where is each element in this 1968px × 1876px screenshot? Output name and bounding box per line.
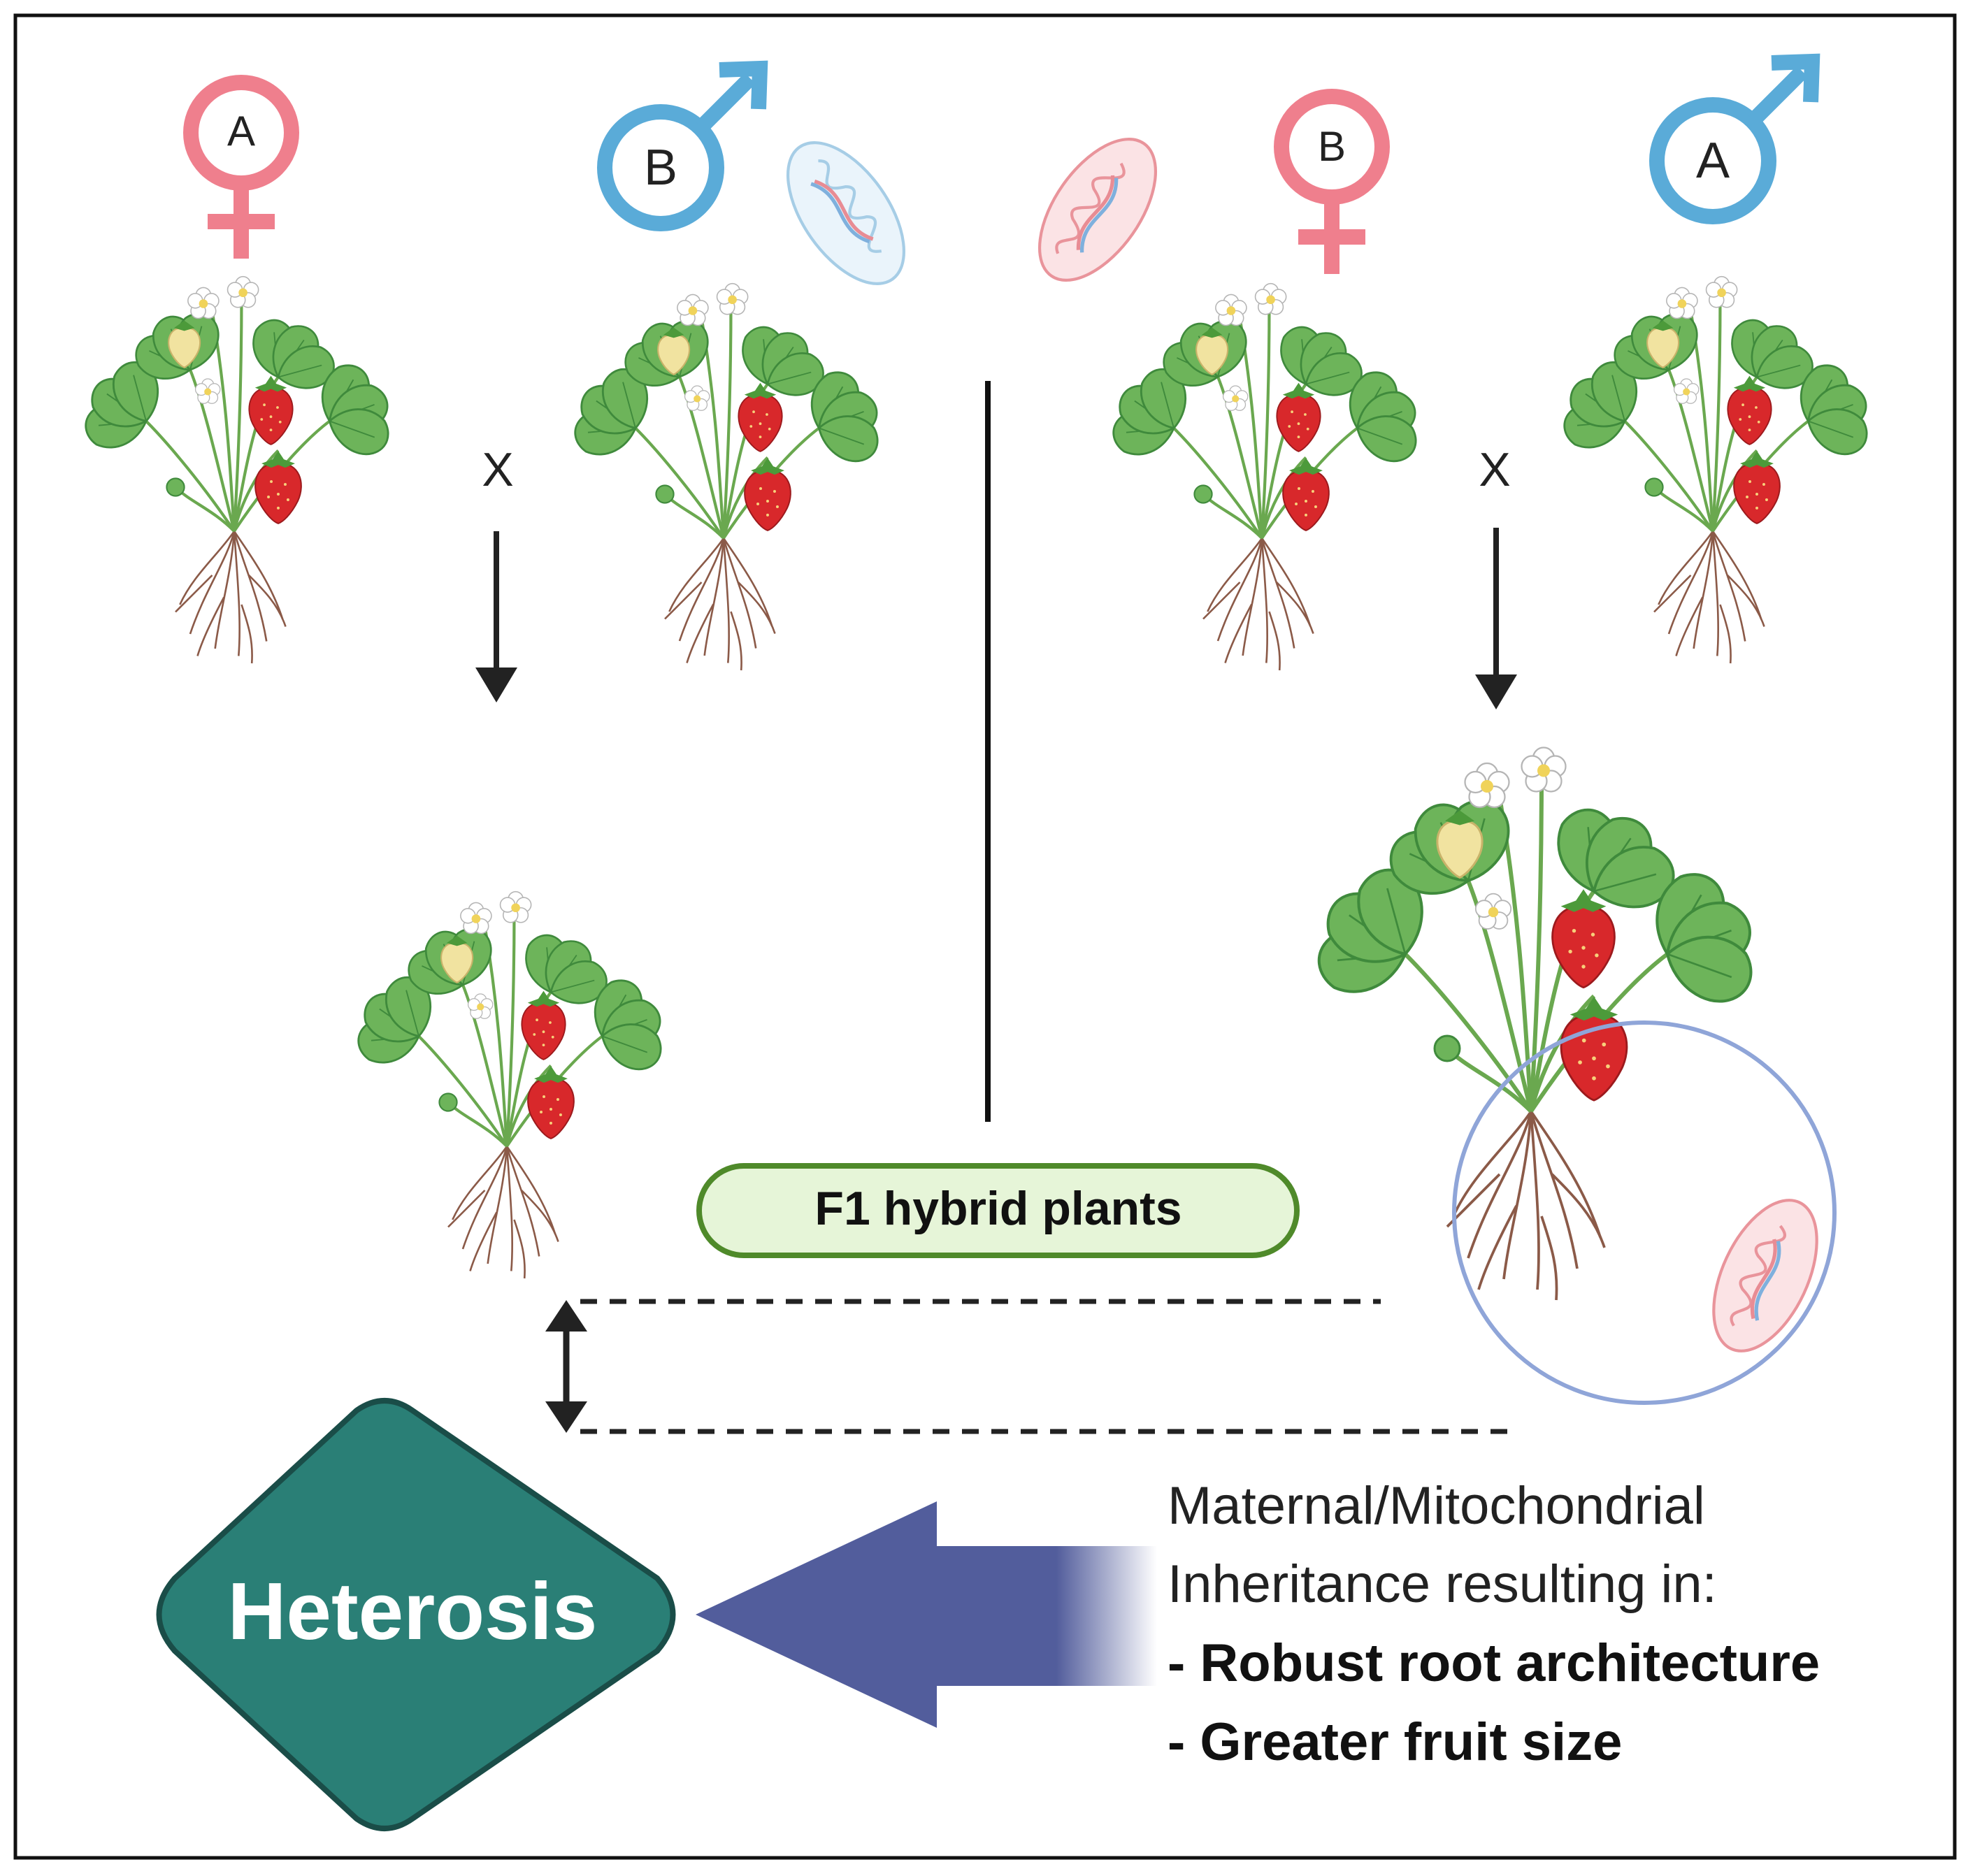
f1-hybrid-label: F1 hybrid plants — [696, 1163, 1300, 1258]
female-letter-left: A — [227, 108, 255, 154]
outcome-text: Maternal/Mitochondrial Inheritance resul… — [1168, 1476, 1820, 1772]
mitochondrion-icon-zoom — [1693, 1185, 1838, 1367]
plant-parent-right-female — [1093, 284, 1437, 670]
female-letter-right: B — [1318, 123, 1346, 170]
mitochondrion-icon-pink — [1017, 119, 1179, 300]
cross-mark-right: X — [1479, 443, 1510, 496]
outcome-line2: Inheritance resulting in: — [1168, 1554, 1717, 1614]
female-symbol-right: B — [1274, 89, 1390, 274]
plant-parent-left-male — [555, 284, 898, 670]
inheritance-arrow — [696, 1501, 1157, 1728]
arrow-down-right — [1475, 528, 1517, 709]
arrow-down-left — [475, 531, 517, 702]
double-arrow — [545, 1300, 587, 1433]
male-symbol-left: B — [597, 60, 768, 231]
root-zoom-circle — [1452, 1020, 1837, 1405]
f1-hybrid-text: F1 hybrid plants — [814, 1182, 1181, 1235]
plant-f1-left — [338, 892, 682, 1278]
mitochondrion-icon-blue — [765, 122, 927, 303]
plant-parent-right-male — [1544, 277, 1888, 663]
outcome-line1: Maternal/Mitochondrial — [1168, 1476, 1705, 1536]
male-letter-left: B — [644, 140, 677, 196]
outcome-bullet-roots: - Robust root architecture — [1168, 1633, 1820, 1693]
plant-parent-left-female — [66, 277, 409, 663]
cross-mark-left: X — [482, 443, 513, 496]
heterosis-title: Heterosis — [228, 1566, 598, 1657]
male-letter-right: A — [1696, 133, 1730, 189]
male-symbol-right: A — [1649, 53, 1820, 224]
figure-frame — [13, 13, 1957, 1860]
female-symbol-left: A — [183, 75, 299, 259]
plant-f1-right — [1291, 748, 1781, 1301]
heterosis-badge: Heterosis — [156, 1398, 676, 1831]
outcome-bullet-fruit: - Greater fruit size — [1168, 1712, 1622, 1772]
